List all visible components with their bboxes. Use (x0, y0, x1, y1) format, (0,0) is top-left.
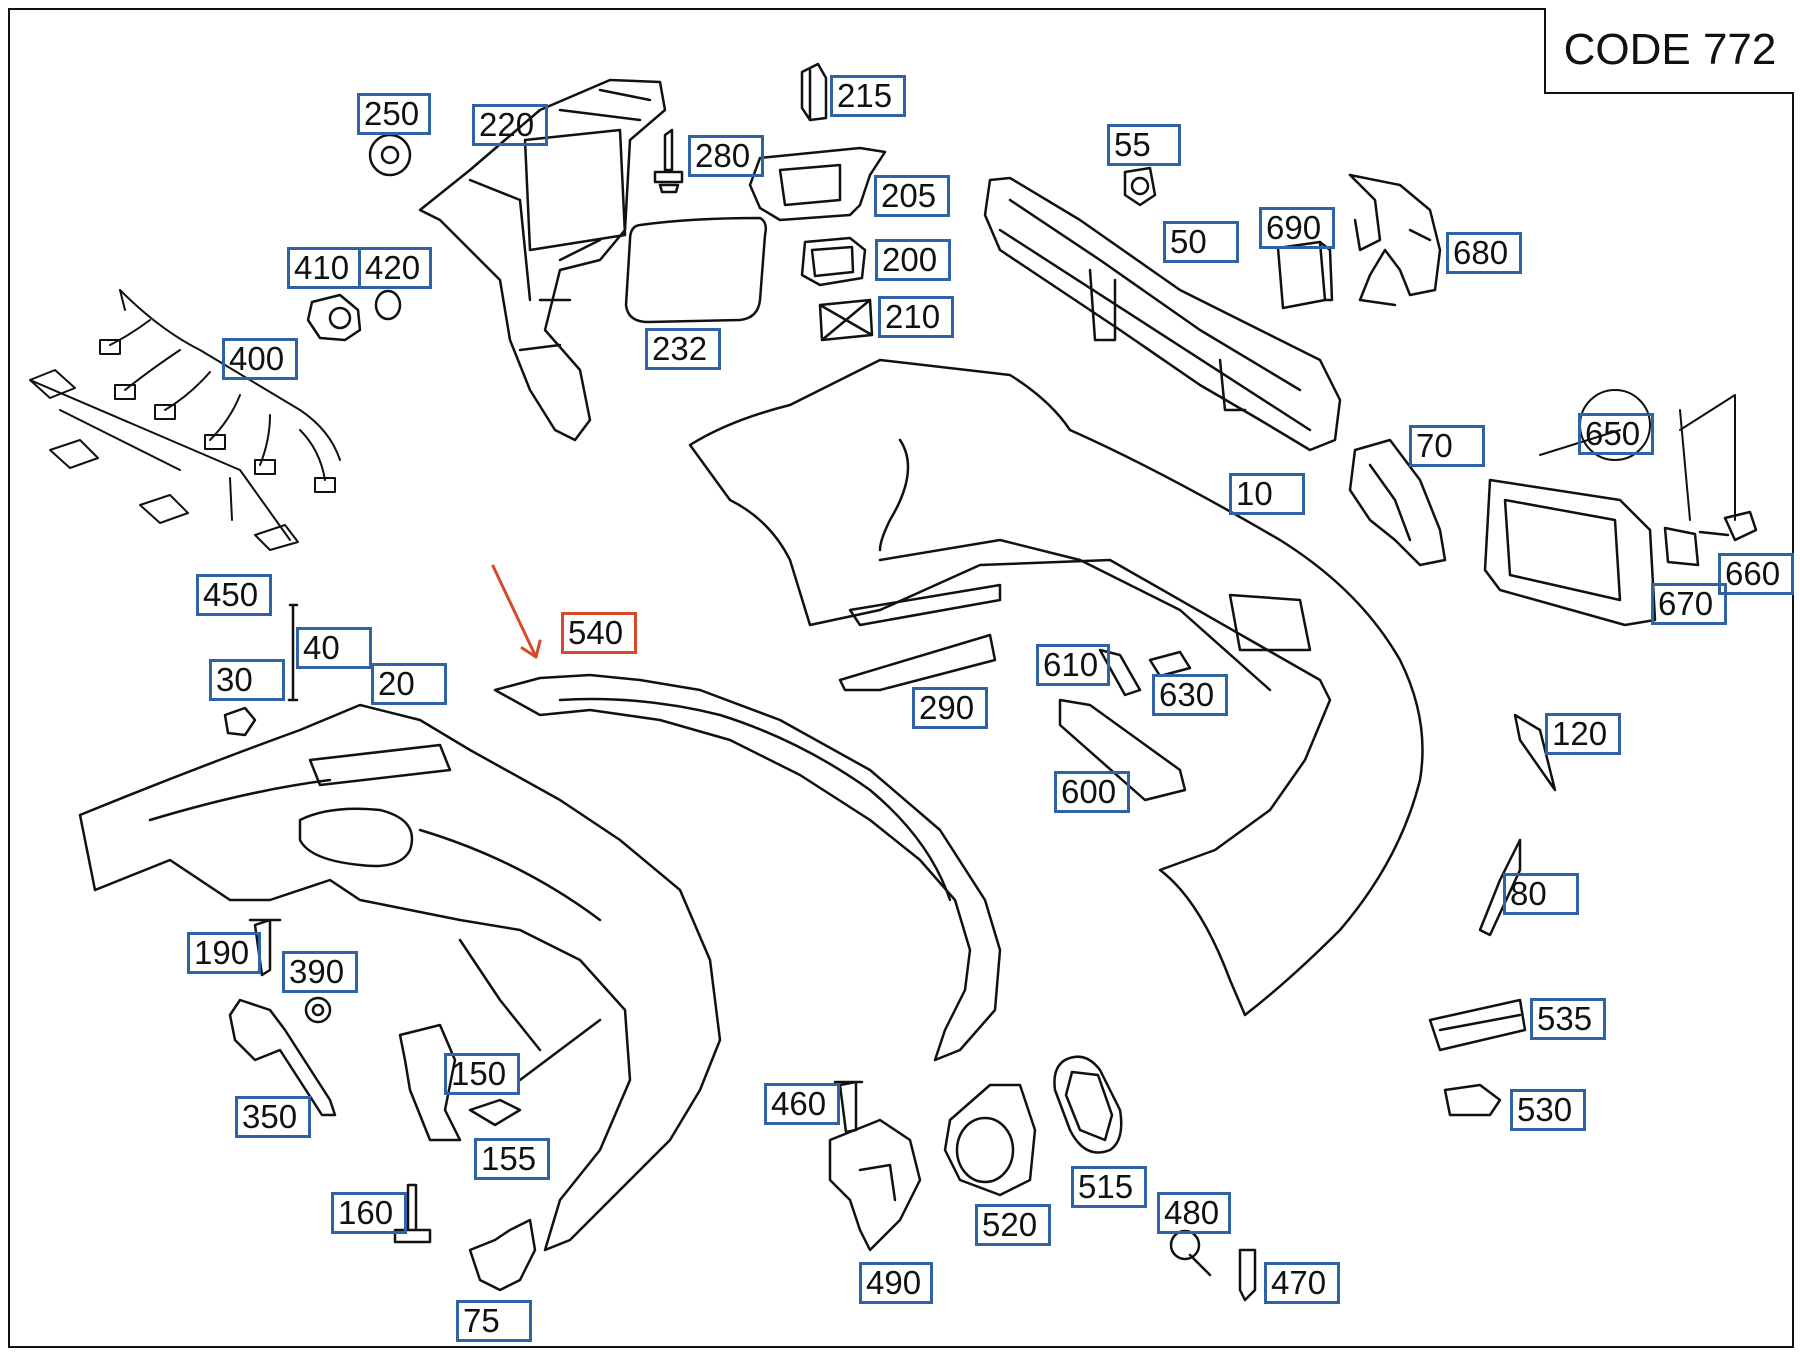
callout-530[interactable]: 530 (1510, 1089, 1586, 1131)
callout-535[interactable]: 535 (1530, 998, 1606, 1040)
bracket-150-part (398, 1023, 462, 1142)
bracket-490-part (828, 1118, 922, 1252)
callout-350[interactable]: 350 (235, 1096, 311, 1138)
callout-660[interactable]: 660 (1718, 553, 1794, 595)
callout-515[interactable]: 515 (1071, 1166, 1147, 1208)
callout-460[interactable]: 460 (764, 1083, 840, 1125)
screw-630-part (1148, 650, 1192, 678)
callout-650[interactable]: 650 (1578, 413, 1654, 455)
clip-530-part (1443, 1083, 1502, 1117)
callout-155[interactable]: 155 (474, 1138, 550, 1180)
bracket-680-part (1348, 173, 1442, 307)
strip-120-part (1513, 713, 1557, 792)
callout-40[interactable]: 40 (296, 627, 372, 669)
bracket-600-part (1058, 698, 1187, 802)
bracket-75-part (468, 1218, 537, 1292)
callout-160[interactable]: 160 (331, 1192, 407, 1234)
callout-200[interactable]: 200 (875, 239, 951, 281)
callout-280[interactable]: 280 (688, 135, 764, 177)
trim-ring-515-part (1053, 1055, 1123, 1154)
bumper-trim-540-part (493, 673, 1002, 1062)
screw-160-part (393, 1183, 432, 1244)
callout-50[interactable]: 50 (1163, 221, 1239, 263)
plate-210-part (818, 298, 874, 342)
callout-630[interactable]: 630 (1152, 674, 1228, 716)
washer-250-part (368, 133, 412, 177)
callout-190[interactable]: 190 (187, 932, 261, 974)
callout-420[interactable]: 420 (358, 247, 432, 289)
callout-450[interactable]: 450 (196, 574, 272, 616)
callout-540[interactable]: 540 (561, 612, 637, 654)
clip-480-part (1169, 1229, 1212, 1277)
bracket-350-part (228, 998, 337, 1117)
callout-210[interactable]: 210 (878, 296, 954, 338)
module-690-part (1276, 240, 1334, 310)
callout-670[interactable]: 670 (1651, 583, 1727, 625)
nut-30-part (223, 706, 257, 737)
callout-600[interactable]: 600 (1054, 771, 1130, 813)
callout-250[interactable]: 250 (357, 93, 431, 135)
callout-390[interactable]: 390 (282, 951, 358, 993)
bolt-470-part (1238, 1248, 1257, 1302)
callout-232[interactable]: 232 (645, 328, 721, 370)
callout-400[interactable]: 400 (222, 338, 298, 380)
clip-40-part (287, 603, 299, 702)
callout-480[interactable]: 480 (1157, 1192, 1231, 1234)
ring-420-part (374, 289, 402, 321)
trim-290-part (838, 633, 997, 692)
callout-470[interactable]: 470 (1264, 1262, 1340, 1304)
callout-55[interactable]: 55 (1107, 124, 1181, 166)
callout-80[interactable]: 80 (1503, 873, 1579, 915)
callout-120[interactable]: 120 (1545, 713, 1621, 755)
screw-280-part (653, 128, 684, 194)
callout-75[interactable]: 75 (456, 1300, 532, 1342)
side-bracket-220-part (418, 78, 667, 442)
bracket-535-part (1428, 998, 1527, 1052)
washer-55-part (1123, 166, 1157, 207)
callout-215[interactable]: 215 (830, 75, 906, 117)
bracket-70-part (1348, 438, 1447, 567)
bumper-lower-main-part (78, 703, 722, 1252)
diagram-frame (8, 8, 1794, 1348)
callout-220[interactable]: 220 (472, 104, 548, 146)
callout-10[interactable]: 10 (1229, 473, 1305, 515)
nut-155-part (468, 1098, 522, 1127)
callout-410[interactable]: 410 (287, 247, 361, 289)
cover-232-part (624, 216, 768, 324)
clip-610-part (1098, 648, 1142, 697)
absorber-50-part (983, 176, 1342, 452)
clip-215-part (800, 62, 828, 122)
grommet-390-part (304, 996, 332, 1024)
screw-660-part (1698, 510, 1758, 542)
callout-150[interactable]: 150 (444, 1053, 520, 1095)
sensor-410-part (306, 293, 362, 342)
callout-610[interactable]: 610 (1036, 644, 1110, 686)
highlight-arrow (491, 564, 542, 659)
housing-200-part (800, 236, 867, 287)
callout-680[interactable]: 680 (1446, 232, 1522, 274)
harness-400-part (29, 289, 341, 551)
bumper-cover-10-part (688, 358, 1424, 1017)
callout-205[interactable]: 205 (874, 175, 950, 217)
callout-70[interactable]: 70 (1409, 425, 1485, 467)
exhaust-tip-520-part (943, 1083, 1037, 1197)
callout-690[interactable]: 690 (1259, 207, 1335, 249)
callout-30[interactable]: 30 (209, 659, 285, 701)
callout-20[interactable]: 20 (371, 663, 447, 705)
callout-290[interactable]: 290 (912, 687, 988, 729)
bracket-205-part (748, 146, 887, 222)
callout-490[interactable]: 490 (859, 1262, 933, 1304)
callout-520[interactable]: 520 (975, 1204, 1051, 1246)
bracket-670-part (1663, 526, 1700, 567)
code-label: CODE 772 (1544, 8, 1794, 94)
